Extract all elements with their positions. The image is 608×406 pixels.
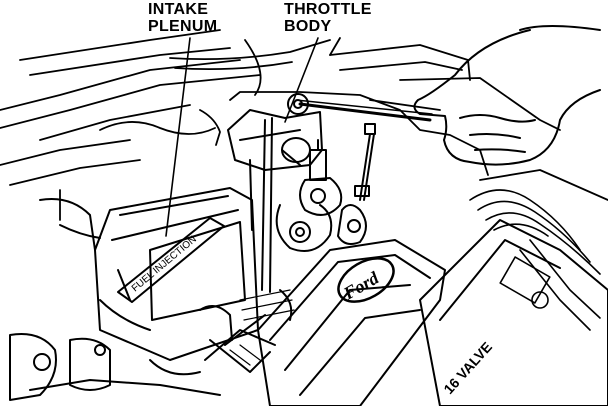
plate-engraving: FUEL INJECTION (130, 234, 199, 294)
label-throttle-body: THROTTLE BODY (284, 1, 372, 35)
intake-plenum (227, 109, 323, 293)
left-valve-cover (39, 187, 259, 361)
label-throttle-line1: THROTTLE (284, 1, 372, 18)
right-cover-text: 16 VALVE (440, 339, 495, 397)
lower-components (9, 289, 293, 401)
label-intake-plenum: INTAKE PLENUM (148, 1, 217, 35)
spark-plug-wires (469, 189, 601, 331)
shading (229, 289, 295, 366)
firewall (229, 44, 608, 201)
leader-throttle (284, 37, 319, 123)
throttle-body (275, 139, 367, 252)
label-intake-line2: PLENUM (148, 18, 218, 35)
label-intake-line1: INTAKE (148, 1, 209, 18)
leader-intake (165, 37, 191, 237)
technician-hand (287, 25, 601, 166)
center-valve-cover: Ford (257, 239, 446, 406)
right-valve-cover: 16 VALVE (419, 219, 608, 406)
label-throttle-line2: BODY (284, 18, 332, 35)
leader-lines (165, 37, 319, 237)
fuel-injection-plate: FUEL INJECTION (117, 217, 225, 303)
hood-hinge-lines (0, 29, 261, 221)
bolts (354, 123, 376, 201)
